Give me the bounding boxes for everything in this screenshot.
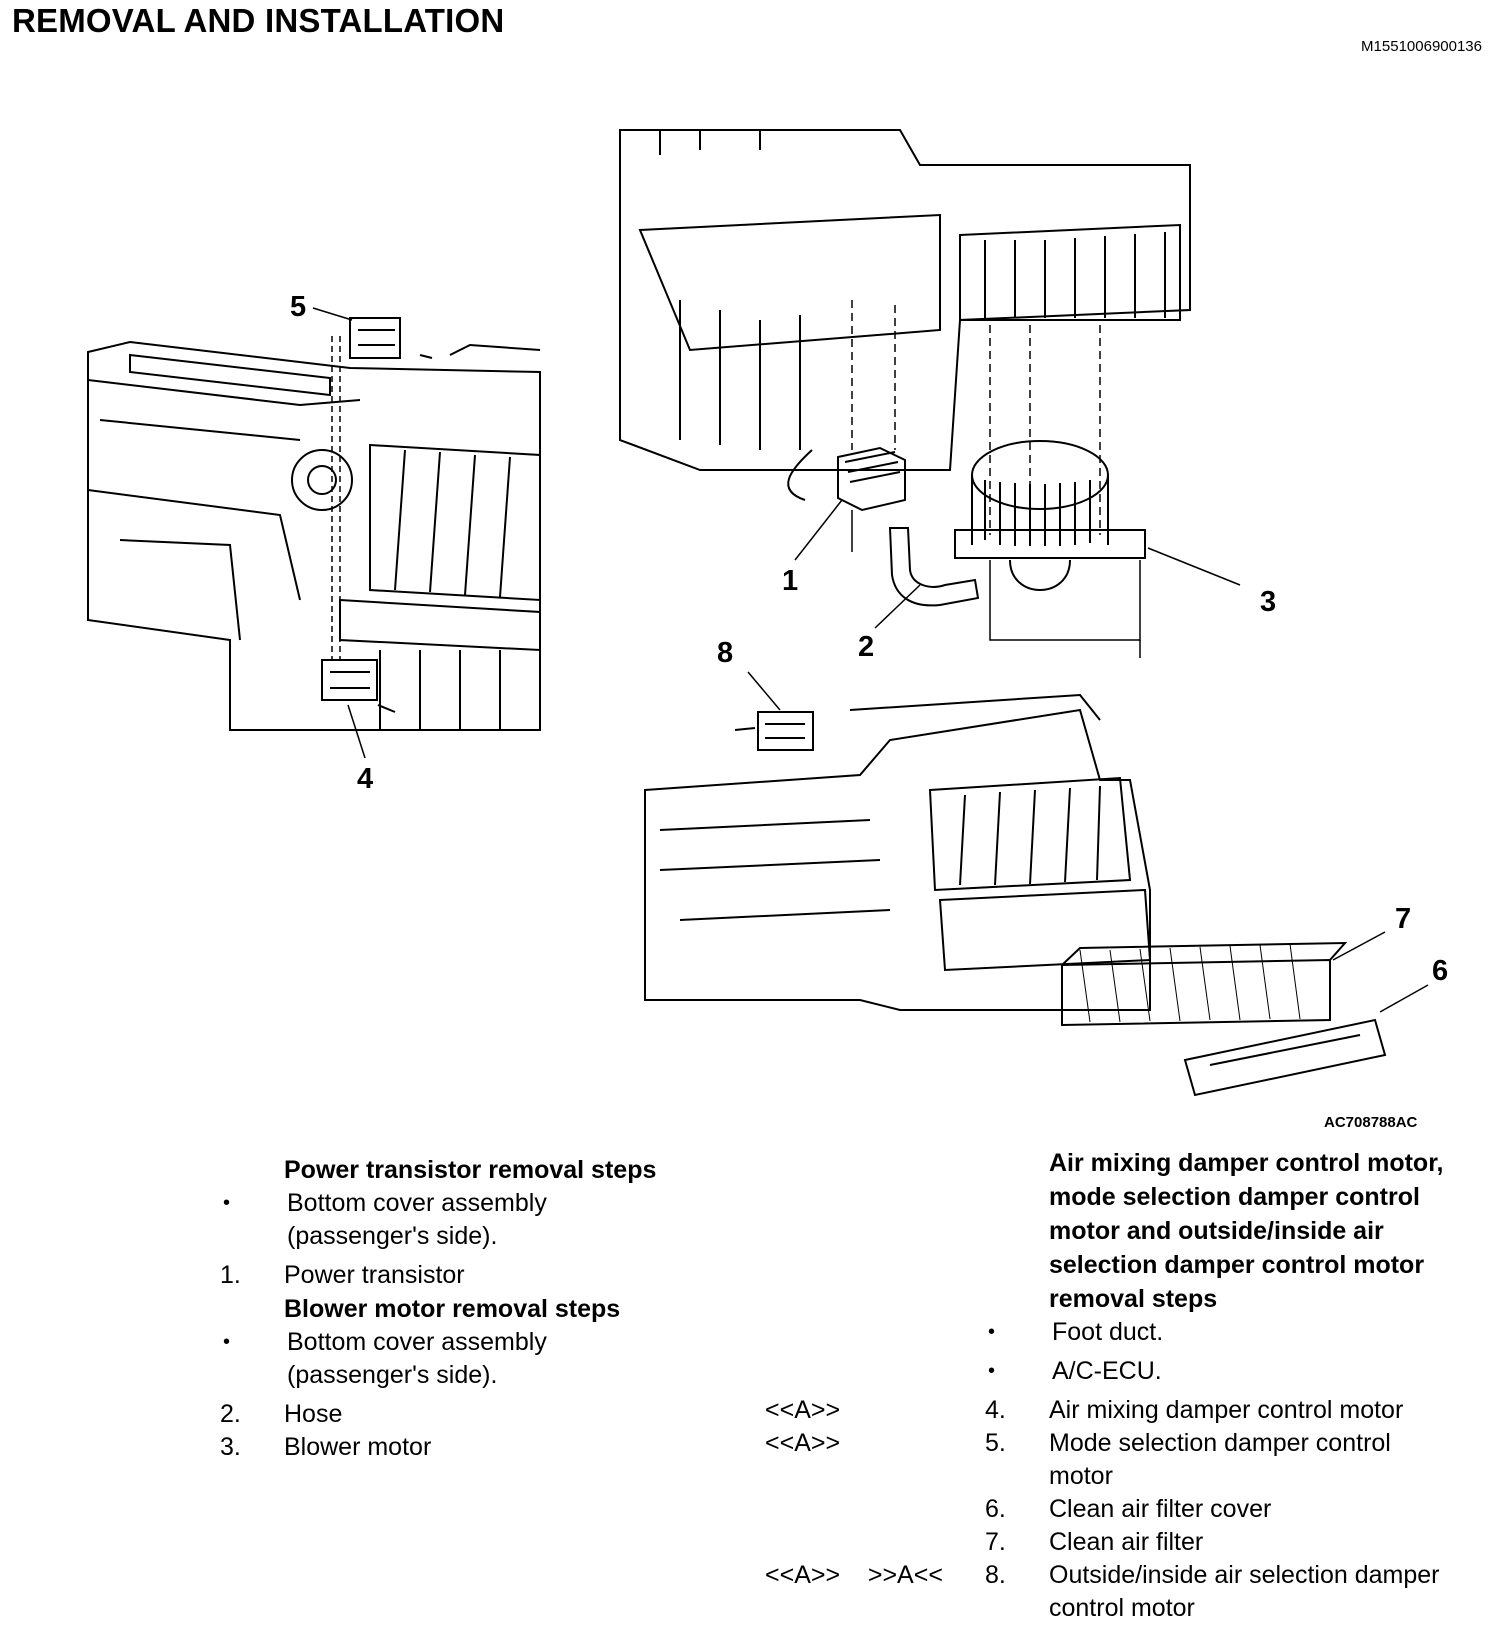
step-number: 2. — [220, 1400, 241, 1428]
list-item: • A/C-ECU. — [765, 1355, 1495, 1388]
step-text: motor — [1049, 1462, 1113, 1490]
blower-motor-heading: Blower motor removal steps — [284, 1295, 621, 1323]
callout-2: 2 — [858, 631, 874, 663]
callout-5: 5 — [290, 291, 306, 323]
filter-area-drawing — [644, 693, 1387, 1097]
step-text: Bottom cover assembly — [287, 1189, 547, 1217]
reference-mark — [765, 1355, 985, 1388]
reference-mark: <<A>> >>A<< — [765, 1561, 943, 1589]
figure-code: AC708788AC — [1324, 1114, 1418, 1131]
list-item: • Bottom cover assembly (passenger's sid… — [220, 1187, 720, 1253]
step-text: Clean air filter — [1049, 1528, 1204, 1556]
step-text: Hose — [284, 1400, 343, 1428]
step-text: Bottom cover assembly — [287, 1328, 547, 1356]
list-item: 2. Hose — [220, 1398, 720, 1431]
heading-line: selection damper control motor — [1049, 1251, 1425, 1279]
step-text: Air mixing damper control motor — [1049, 1396, 1404, 1424]
list-item: <<A>> 4. Air mixing damper control motor — [765, 1394, 1495, 1427]
reference-mark: <<A>> — [765, 1429, 841, 1457]
step-text: Power transistor — [284, 1261, 465, 1289]
reference-mark — [765, 1493, 985, 1526]
step-number: 6. — [985, 1495, 1006, 1523]
step-number: 4. — [985, 1396, 1006, 1424]
list-item: 7. Clean air filter — [765, 1526, 1495, 1559]
list-item: • Bottom cover assembly (passenger's sid… — [220, 1326, 720, 1392]
damper-control-motor-steps: Air mixing damper control motor, mode se… — [765, 1146, 1495, 1625]
list-item: <<A>> 5. Mode selection damper control m… — [765, 1427, 1495, 1493]
step-number: 5. — [985, 1429, 1006, 1457]
step-text: A/C-ECU. — [1052, 1357, 1162, 1385]
step-number: 7. — [985, 1528, 1006, 1556]
callout-1: 1 — [782, 565, 798, 597]
bullet-marker: • — [988, 1321, 996, 1343]
callout-6: 6 — [1432, 955, 1448, 987]
exploded-view-illustration: 5 4 — [87, 129, 1448, 1097]
callout-4: 4 — [357, 763, 373, 795]
step-number: 3. — [220, 1433, 241, 1461]
step-text: (passenger's side). — [287, 1222, 498, 1250]
callout-7: 7 — [1395, 903, 1411, 935]
reference-mark — [765, 1316, 985, 1349]
step-text: Clean air filter cover — [1049, 1495, 1272, 1523]
left-heater-unit-drawing — [87, 317, 541, 731]
damper-motor-heading: Air mixing damper control motor, mode se… — [1049, 1146, 1495, 1316]
heading-line: removal steps — [1049, 1285, 1218, 1313]
step-number: 1. — [220, 1261, 241, 1289]
blower-unit-drawing — [619, 129, 1191, 658]
heading-line: motor and outside/inside air — [1049, 1217, 1384, 1245]
power-transistor-heading: Power transistor removal steps — [284, 1156, 657, 1184]
step-text: Blower motor — [284, 1433, 432, 1461]
bullet-marker: • — [223, 1192, 231, 1214]
step-text: Mode selection damper control — [1049, 1429, 1391, 1457]
step-text: (passenger's side). — [287, 1361, 498, 1389]
reference-mark — [765, 1526, 985, 1559]
document-code: M1551006900136 — [1361, 38, 1482, 55]
step-text: control motor — [1049, 1594, 1195, 1622]
reference-mark: <<A>> — [765, 1396, 841, 1424]
page-title: REMOVAL AND INSTALLATION — [12, 2, 505, 39]
bullet-marker: • — [223, 1331, 231, 1353]
bullet-marker: • — [988, 1360, 996, 1382]
list-item: 3. Blower motor — [220, 1431, 720, 1464]
list-item: 1. Power transistor — [220, 1259, 720, 1292]
list-item: 6. Clean air filter cover — [765, 1493, 1495, 1526]
list-item: <<A>> >>A<< 8. Outside/inside air select… — [765, 1559, 1495, 1625]
step-text: Outside/inside air selection damper — [1049, 1561, 1440, 1589]
power-transistor-and-blower-steps: Power transistor removal steps • Bottom … — [220, 1153, 720, 1464]
list-item: • Foot duct. — [765, 1316, 1495, 1349]
callout-3: 3 — [1260, 586, 1276, 618]
step-text: Foot duct. — [1052, 1318, 1164, 1346]
heading-line: Air mixing damper control motor, — [1049, 1149, 1444, 1177]
step-number: 8. — [985, 1561, 1006, 1589]
heading-line: mode selection damper control — [1049, 1183, 1420, 1211]
callout-8: 8 — [717, 637, 733, 669]
